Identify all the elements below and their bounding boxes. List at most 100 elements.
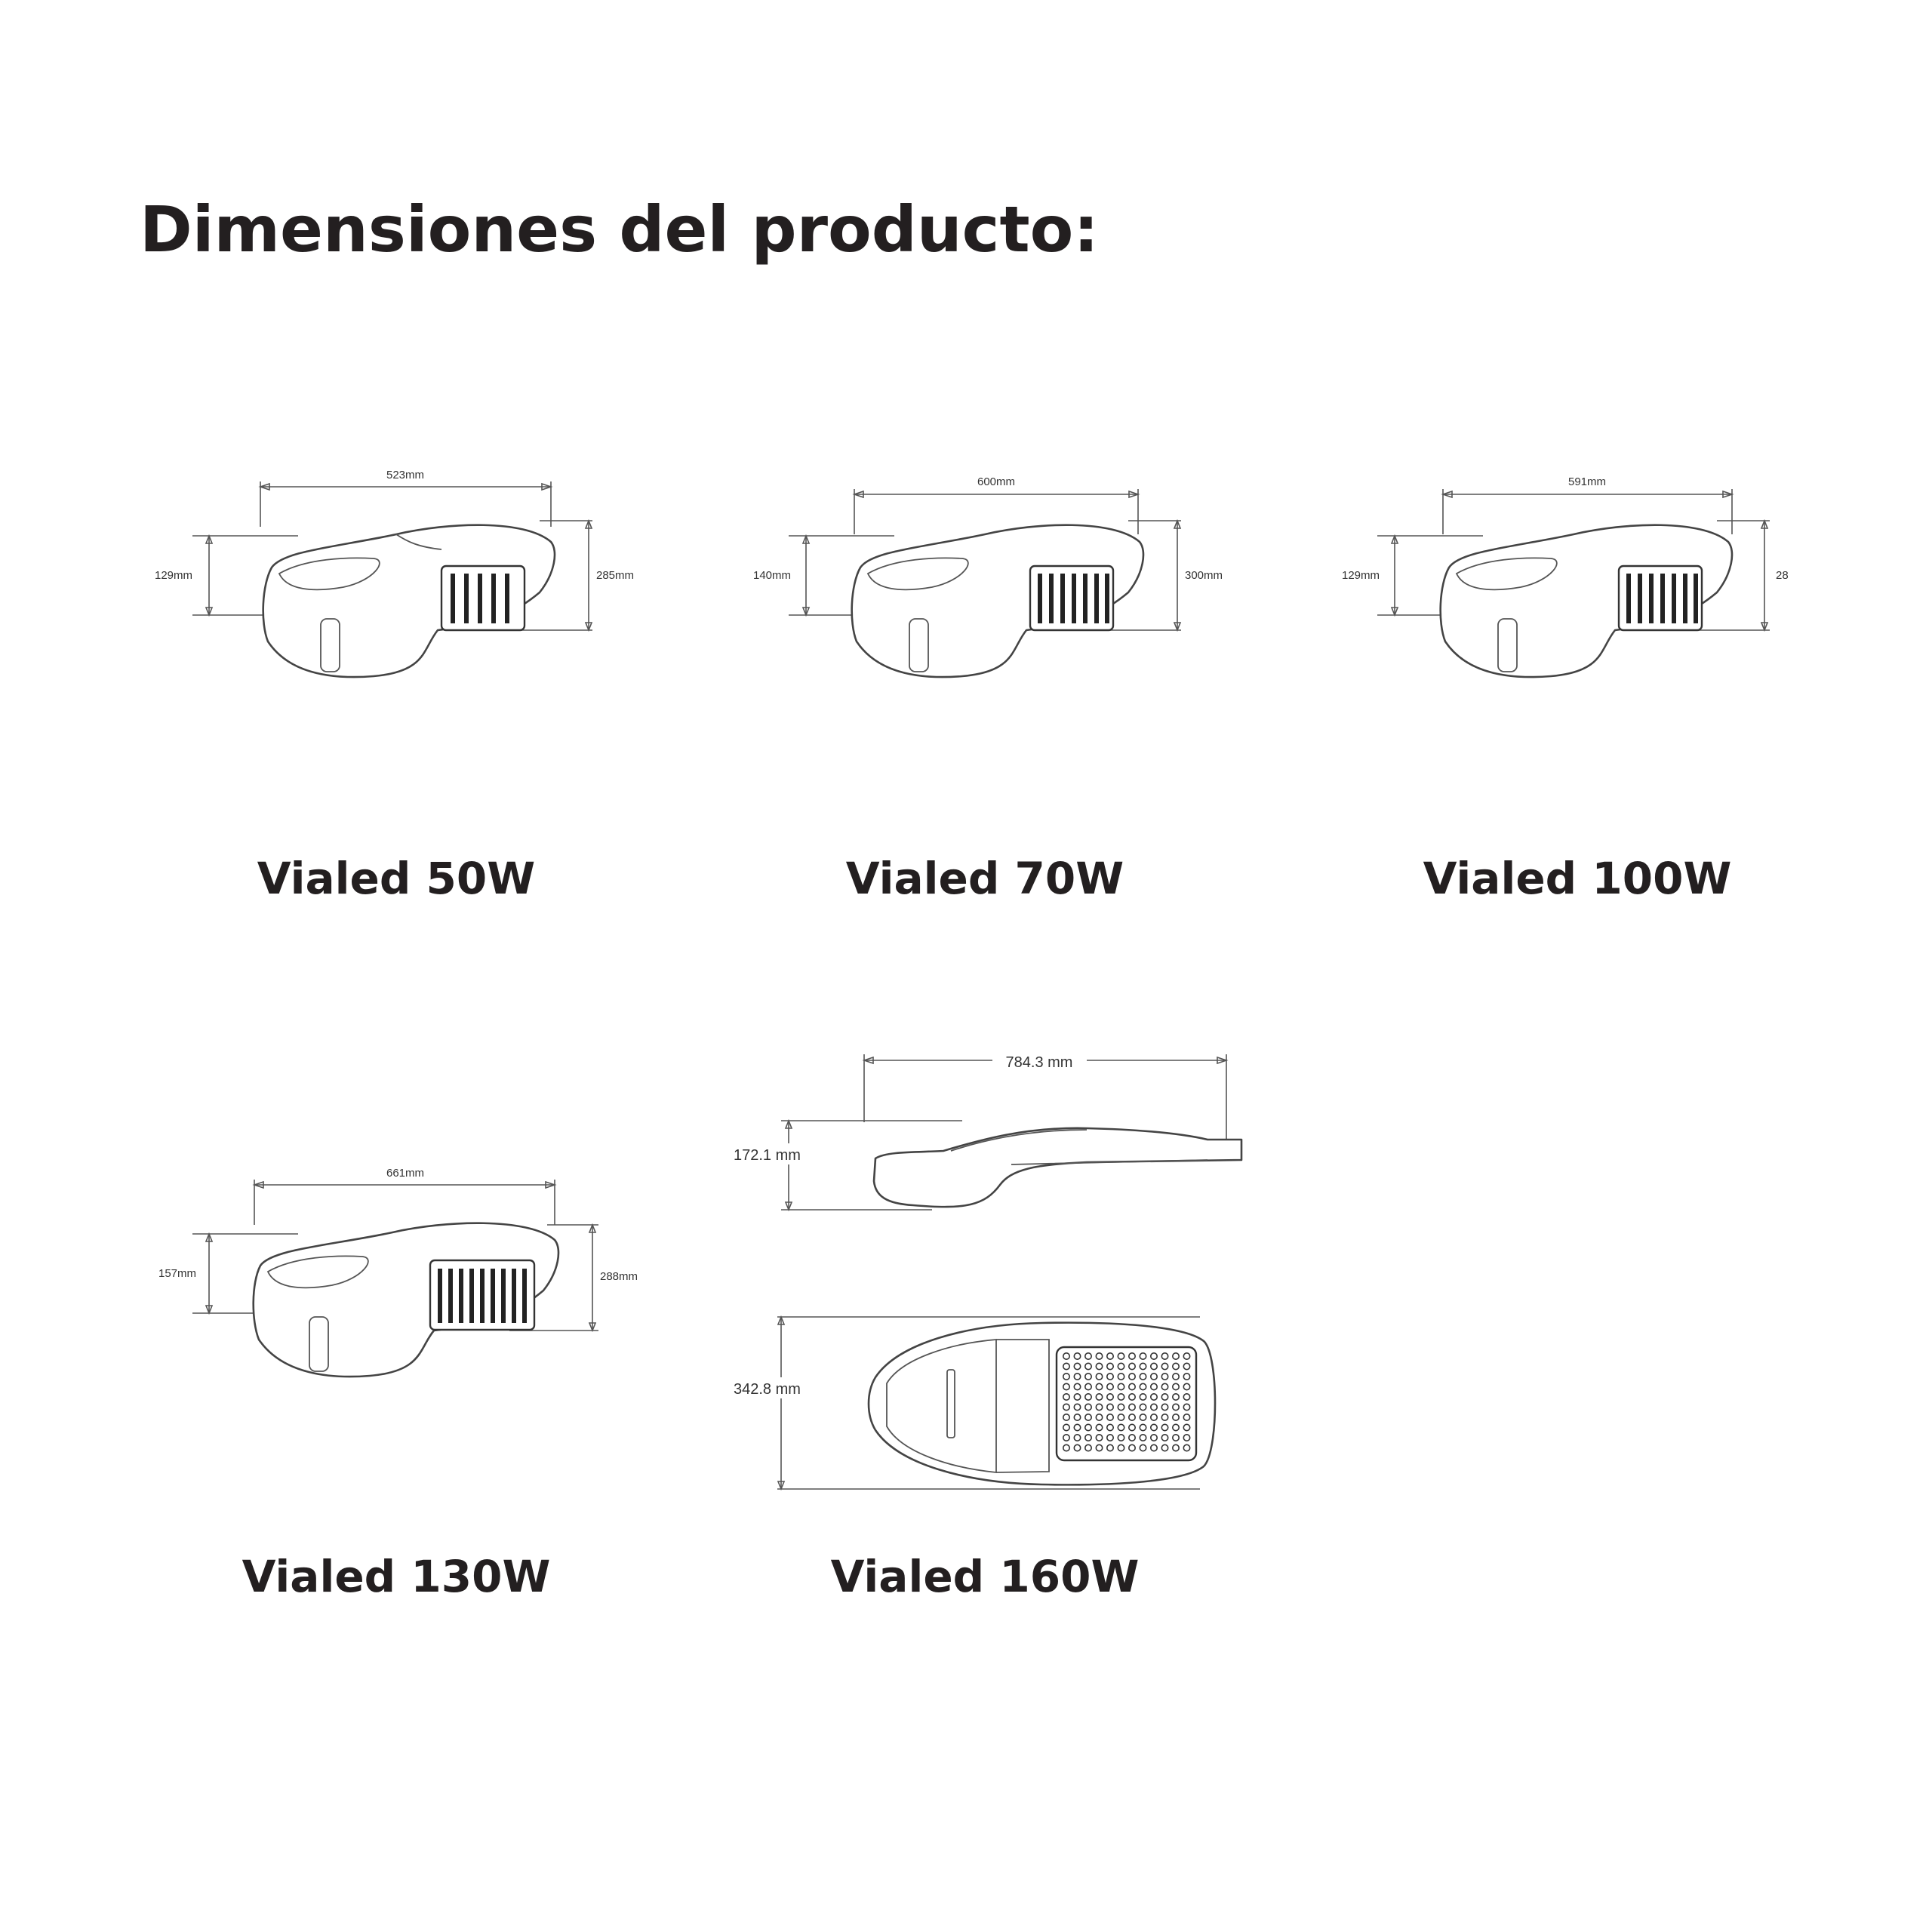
height-label: 140mm — [753, 569, 791, 582]
led-dot — [1106, 1433, 1114, 1441]
height-label: 157mm — [158, 1267, 196, 1280]
width-label: 285mm — [596, 569, 634, 582]
led-dot — [1183, 1383, 1191, 1391]
led-dot — [1117, 1362, 1125, 1371]
led-dot — [1171, 1352, 1180, 1360]
luminaire-side-view — [872, 1127, 1243, 1208]
led-dot — [1084, 1352, 1092, 1360]
led-dot — [1084, 1362, 1092, 1371]
width-label: 28 — [1776, 569, 1789, 582]
led-dot — [1171, 1444, 1180, 1452]
led-dot — [1062, 1392, 1070, 1401]
led-dot — [1128, 1392, 1136, 1401]
led-dot — [1106, 1403, 1114, 1411]
led-dot — [1171, 1372, 1180, 1380]
led-dot — [1062, 1413, 1070, 1421]
led-dot — [1073, 1392, 1081, 1401]
led-dot — [1117, 1392, 1125, 1401]
led-dot — [1183, 1444, 1191, 1452]
led-dot — [1183, 1433, 1191, 1441]
led-dot — [1117, 1413, 1125, 1421]
product-caption-160w: Vialed 160W — [830, 1551, 1140, 1602]
length-label: 784.3 mm — [1006, 1054, 1073, 1071]
led-dot — [1084, 1383, 1092, 1391]
led-dot — [1149, 1383, 1158, 1391]
led-dot — [1149, 1444, 1158, 1452]
luminaire-drawing-50w: 523mm 129mm 285mm — [155, 469, 634, 678]
led-dot — [1139, 1383, 1147, 1391]
led-dot — [1128, 1352, 1136, 1360]
led-dot — [1183, 1372, 1191, 1380]
led-dot — [1084, 1433, 1092, 1441]
led-dot — [1128, 1403, 1136, 1411]
led-dot — [1139, 1423, 1147, 1432]
led-dot — [1149, 1413, 1158, 1421]
led-dot — [1161, 1392, 1169, 1401]
led-dot — [1106, 1383, 1114, 1391]
height-label: 172.1 mm — [734, 1147, 801, 1164]
width-label: 288mm — [600, 1270, 638, 1283]
led-dot — [1117, 1423, 1125, 1432]
led-dot — [1128, 1362, 1136, 1371]
led-dot — [1171, 1413, 1180, 1421]
led-dot — [1139, 1362, 1147, 1371]
led-dot — [1149, 1392, 1158, 1401]
width-label: 300mm — [1185, 569, 1223, 582]
luminaire-drawing-160w: 784.3 mm 172.1 mm 342.8 mm — [732, 1051, 1243, 1491]
led-dot — [1149, 1362, 1158, 1371]
led-dot — [1171, 1383, 1180, 1391]
led-dot — [1161, 1433, 1169, 1441]
led-dot — [1161, 1413, 1169, 1421]
led-dot — [1149, 1433, 1158, 1441]
led-dot — [1084, 1403, 1092, 1411]
led-dot — [1073, 1372, 1081, 1380]
led-dot — [1095, 1383, 1103, 1391]
product-caption-100w: Vialed 100W — [1423, 853, 1732, 904]
led-dot — [1161, 1362, 1169, 1371]
led-dot — [1084, 1372, 1092, 1380]
led-dot — [1095, 1372, 1103, 1380]
led-dot — [1128, 1433, 1136, 1441]
led-dot — [1117, 1444, 1125, 1452]
led-dot — [1106, 1352, 1114, 1360]
led-dot — [1128, 1423, 1136, 1432]
led-dot — [1149, 1403, 1158, 1411]
product-caption-70w: Vialed 70W — [845, 853, 1124, 904]
led-dot — [1062, 1372, 1070, 1380]
led-dot — [1139, 1352, 1147, 1360]
led-dot — [1171, 1403, 1180, 1411]
led-dot — [1062, 1433, 1070, 1441]
led-dot — [1171, 1433, 1180, 1441]
led-dot — [1183, 1352, 1191, 1360]
led-dot — [1095, 1362, 1103, 1371]
luminaire-drawing-70w: 600mm 140mm 300mm — [753, 475, 1223, 678]
led-dot — [1062, 1362, 1070, 1371]
led-dot — [1095, 1403, 1103, 1411]
led-dot — [1095, 1433, 1103, 1441]
led-dot — [1171, 1423, 1180, 1432]
led-dot — [1062, 1403, 1070, 1411]
led-dot — [1106, 1423, 1114, 1432]
led-dot — [1095, 1392, 1103, 1401]
led-dot — [1183, 1413, 1191, 1421]
led-dot — [1183, 1423, 1191, 1432]
led-dot — [1139, 1372, 1147, 1380]
length-label: 600mm — [977, 475, 1015, 488]
led-dot — [1171, 1392, 1180, 1401]
led-dot — [1095, 1413, 1103, 1421]
led-dot — [1073, 1444, 1081, 1452]
led-dot — [1106, 1372, 1114, 1380]
led-dot — [1106, 1362, 1114, 1371]
led-dot — [1139, 1444, 1147, 1452]
led-dot — [1062, 1383, 1070, 1391]
led-dot — [1073, 1362, 1081, 1371]
led-dot — [1062, 1444, 1070, 1452]
led-dot — [1139, 1403, 1147, 1411]
led-dot — [1073, 1352, 1081, 1360]
led-dot — [1084, 1392, 1092, 1401]
led-dot — [1183, 1403, 1191, 1411]
page-title: Dimensiones del producto: — [140, 192, 1099, 266]
led-dot — [1073, 1423, 1081, 1432]
height-label: 129mm — [155, 569, 192, 582]
led-dot — [1161, 1352, 1169, 1360]
